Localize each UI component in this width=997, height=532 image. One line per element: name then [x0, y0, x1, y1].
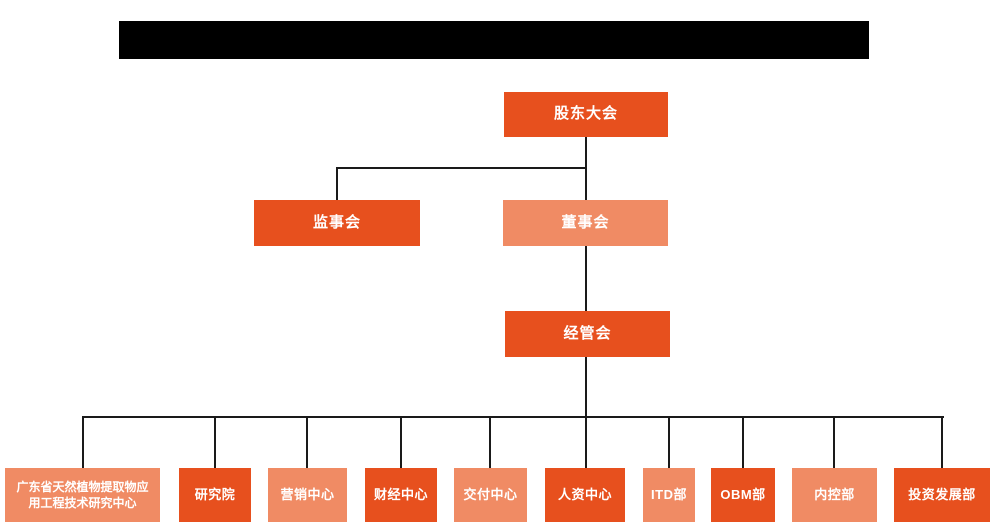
org-node-dept-finance-center: 财经中心	[365, 468, 437, 522]
org-node-supervisory-board: 监事会	[254, 200, 420, 246]
org-node-dept-internal-control: 内控部	[792, 468, 877, 522]
redacted-title-bar	[119, 21, 869, 59]
connector-dept-drop	[668, 416, 670, 468]
org-node-shareholders-meeting: 股东大会	[504, 92, 668, 137]
org-node-dept-itd: ITD部	[643, 468, 695, 522]
org-node-board-of-directors: 董事会	[503, 200, 668, 246]
connector-dept-drop	[833, 416, 835, 468]
org-node-dept-delivery-center: 交付中心	[454, 468, 527, 522]
org-node-dept-investment-development: 投资发展部	[894, 468, 990, 522]
org-node-dept-obm: OBM部	[711, 468, 775, 522]
connector-dept-drop	[400, 416, 402, 468]
org-node-dept-marketing-center: 营销中心	[268, 468, 347, 522]
connector-departments-rail	[82, 416, 944, 418]
connector-dept-drop	[742, 416, 744, 468]
org-node-dept-guangdong-plant-extract-research-center: 广东省天然植物提取物应用工程技术研究中心	[5, 468, 160, 522]
connector-supervisory-branch	[336, 167, 587, 169]
connector-dept-drop	[82, 416, 84, 468]
connector-dept-drop	[214, 416, 216, 468]
connector-root-spine	[585, 137, 587, 201]
connector-dept-drop	[489, 416, 491, 468]
connector-management-spine	[585, 357, 587, 468]
connector-dept-drop	[941, 416, 943, 468]
org-node-dept-research-institute: 研究院	[179, 468, 251, 522]
connector-dept-drop	[306, 416, 308, 468]
org-node-management-committee: 经管会	[505, 311, 670, 357]
connector-board-to-management	[585, 246, 587, 311]
org-node-dept-hr-center: 人资中心	[545, 468, 625, 522]
connector-supervisory-drop	[336, 167, 338, 200]
